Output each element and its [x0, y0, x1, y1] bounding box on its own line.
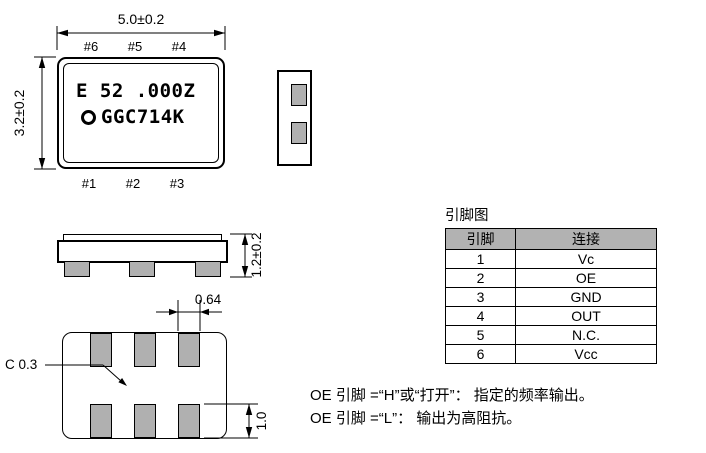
side-view-pad — [291, 122, 307, 144]
bottom-view-pad-6 — [90, 333, 112, 367]
pin-table-header-pin: 引脚 — [445, 228, 516, 250]
pin-number: 6 — [445, 344, 516, 364]
side-view-pad — [291, 84, 307, 106]
bottom-view-pad-4 — [178, 333, 200, 367]
pin-table: 引脚 连接 1 Vc 2 OE 3 GND 4 OUT 5 N.C. — [445, 228, 657, 364]
dim-pad-width-label: 0.64 — [194, 292, 222, 307]
table-row: 5 N.C. — [445, 325, 657, 345]
pin-number: 5 — [445, 325, 516, 345]
pin-label-3: #3 — [169, 176, 185, 191]
logo-circle-icon — [81, 109, 96, 125]
top-view-package-outline: E 52 .000Z GGC714K — [57, 57, 225, 169]
dim-width-label: 5.0±0.2 — [117, 11, 165, 27]
bottom-view-pad-1 — [90, 404, 112, 438]
dim-height-lines — [34, 56, 56, 170]
marking-text-line2: GGC714K — [101, 106, 185, 128]
dim-height-label: 3.2±0.2 — [11, 89, 27, 137]
table-row: 1 Vc — [445, 249, 657, 269]
pin-connection: N.C. — [515, 325, 657, 345]
side-view-body — [57, 240, 228, 263]
bottom-view-pad-3 — [178, 404, 200, 438]
marking-row: GGC714K — [81, 106, 185, 128]
table-row: 4 OUT — [445, 306, 657, 326]
marking-text-line1: E 52 .000Z — [76, 80, 196, 102]
side-view-bottom-pad — [64, 261, 90, 277]
pin-table-header-conn: 连接 — [515, 228, 657, 250]
side-view-bottom-pad — [129, 261, 155, 277]
pin-connection: Vcc — [515, 344, 657, 364]
pin-label-4: #4 — [171, 39, 187, 54]
side-view-vertical-outline — [277, 70, 312, 166]
dim-thickness-label: 1.2±0.2 — [249, 232, 264, 278]
pin-connection: Vc — [515, 249, 657, 269]
pin-connection: GND — [515, 287, 657, 307]
table-row: 3 GND — [445, 287, 657, 307]
pin-table-header-row: 引脚 连接 — [445, 228, 657, 250]
pin-table-section: 引脚图 引脚 连接 1 Vc 2 OE 3 GND 4 OUT — [445, 204, 657, 364]
pin-number: 1 — [445, 249, 516, 269]
table-row: 6 Vcc — [445, 344, 657, 364]
pin-connection: OE — [515, 268, 657, 288]
table-row: 2 OE — [445, 268, 657, 288]
pin-label-6: #6 — [83, 39, 99, 54]
side-view-bottom-pad — [195, 261, 221, 277]
bottom-view-pad-5 — [134, 333, 156, 367]
bottom-view-pad-2 — [134, 404, 156, 438]
chamfer-label: C 0.3 — [5, 357, 38, 372]
top-view-package-inner-outline — [63, 63, 219, 163]
pin-number: 4 — [445, 306, 516, 326]
pin-label-2: #2 — [125, 176, 141, 191]
pin-table-title: 引脚图 — [445, 208, 489, 224]
pin-number: 3 — [445, 287, 516, 307]
oe-note-line2: OE 引脚 =“L”： 输出为高阻抗。 — [310, 410, 522, 427]
pin-label-5: #5 — [127, 39, 143, 54]
dim-pad-height-label: 1.0 — [254, 411, 269, 431]
pin-number: 2 — [445, 268, 516, 288]
pin-connection: OUT — [515, 306, 657, 326]
oe-note-line1: OE 引脚 =“H”或“打开”： 指定的频率输出。 — [310, 387, 594, 404]
pin-label-1: #1 — [81, 176, 97, 191]
